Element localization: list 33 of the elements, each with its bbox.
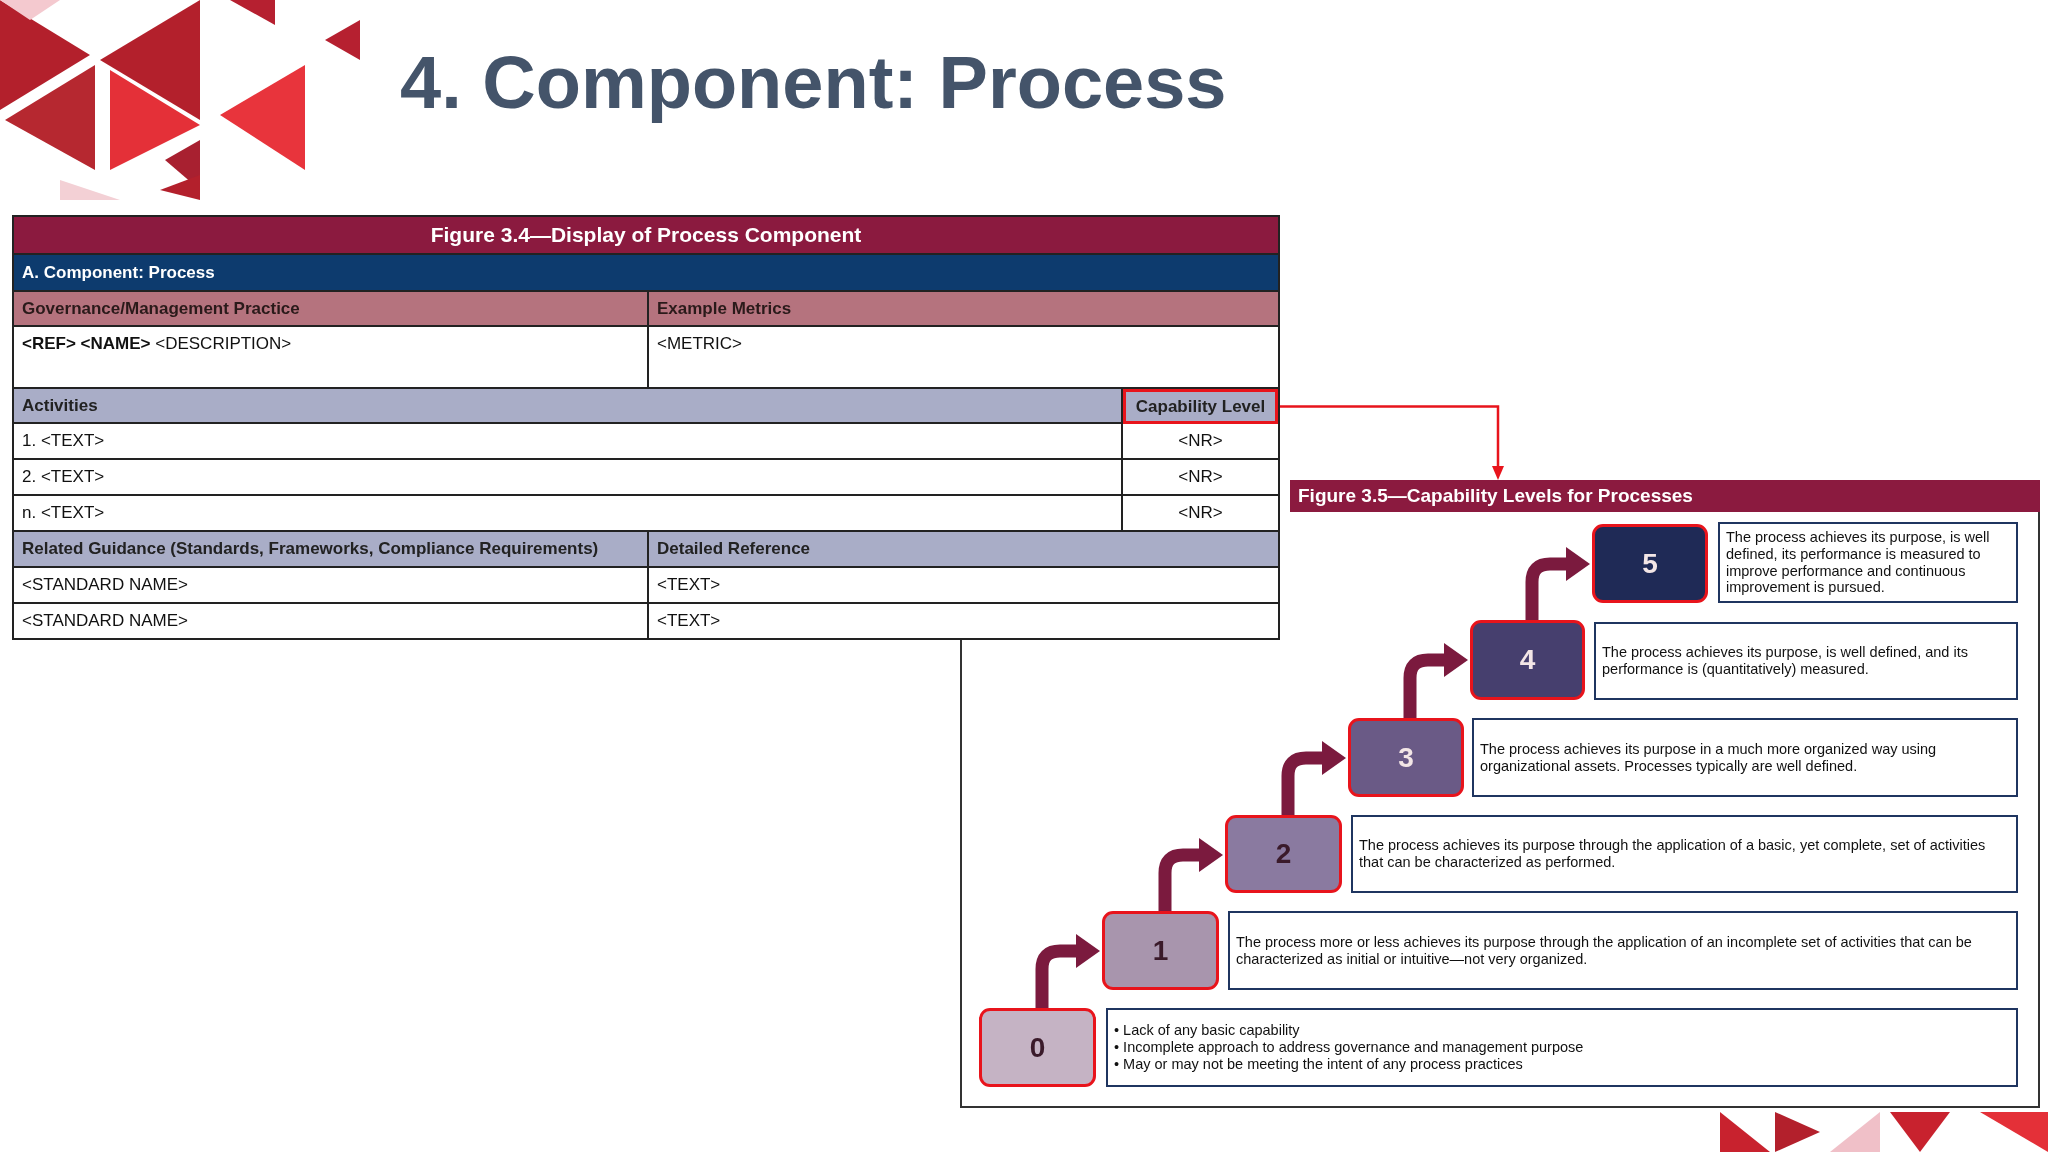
column-header: Activities: [14, 389, 1123, 424]
highlighted-header: Capability Level: [1123, 389, 1278, 424]
data-table: [12, 215, 1280, 640]
table-cell: <STANDARD NAME>: [14, 568, 649, 604]
description-box: [1106, 1008, 2018, 1087]
arrow: [1278, 405, 1504, 480]
slide-title: 4. Component: Process: [400, 40, 1227, 125]
section-header: A. Component: Process: [14, 255, 1278, 292]
table-cell: 1. <TEXT>: [14, 424, 1123, 460]
bullet-text: • May or may not be meeting the intent of any process practices: [1114, 1055, 1524, 1073]
column-header: Detailed Reference: [649, 532, 1278, 568]
column-header: Related Guidance (Standards, Frameworks, Compliance Requirements): [14, 532, 649, 568]
table-title: Figure 3.4—Display of Process Component: [14, 217, 1278, 255]
bullet-text: • Incomplete approach to address governance and management purpose: [1114, 1039, 1585, 1056]
level-box: 4: [1470, 620, 1585, 700]
table-cell: n. <TEXT>: [14, 496, 1123, 532]
table-cell: 2. <TEXT>: [14, 460, 1123, 496]
description-box: The process achieves its purpose in a much more organized way using organizational assets. Processes typically are well defined.: [1472, 718, 2018, 797]
description-box: The process achieves its purpose, is well defined, its performance is measured to improve performance and continuous improvement is pursued.: [1718, 522, 2018, 603]
description-box: The process achieves its purpose through the application of a basic, yet complete, set of activities that can be characterized as performed.: [1351, 815, 2018, 893]
level-box: 3: [1348, 718, 1464, 797]
column-header: Governance/Management Practice: [14, 292, 649, 327]
level-box: 2: [1225, 815, 1342, 893]
column-header: Example Metrics: [649, 292, 1278, 327]
level-box: 5: [1592, 524, 1708, 603]
figure-title: Figure 3.5—Capability Levels for Processes: [1290, 480, 2040, 512]
level-box: 1: [1102, 911, 1219, 990]
bullet-text: • Lack of any basic capability: [1114, 1022, 1301, 1040]
description-box: The process more or less achieves its purpose through the application of an incomplete set of activities that can be characterized as initial or intuitive—not very organized.: [1228, 911, 2018, 990]
level-box: 0: [979, 1008, 1096, 1087]
description-box: The process achieves its purpose, is well defined, and its performance is (quantitatively) measured.: [1594, 622, 2018, 700]
figure-panel: [960, 480, 2040, 1108]
table-cell: <REF> <NAME> <DESCRIPTION>: [14, 327, 649, 389]
